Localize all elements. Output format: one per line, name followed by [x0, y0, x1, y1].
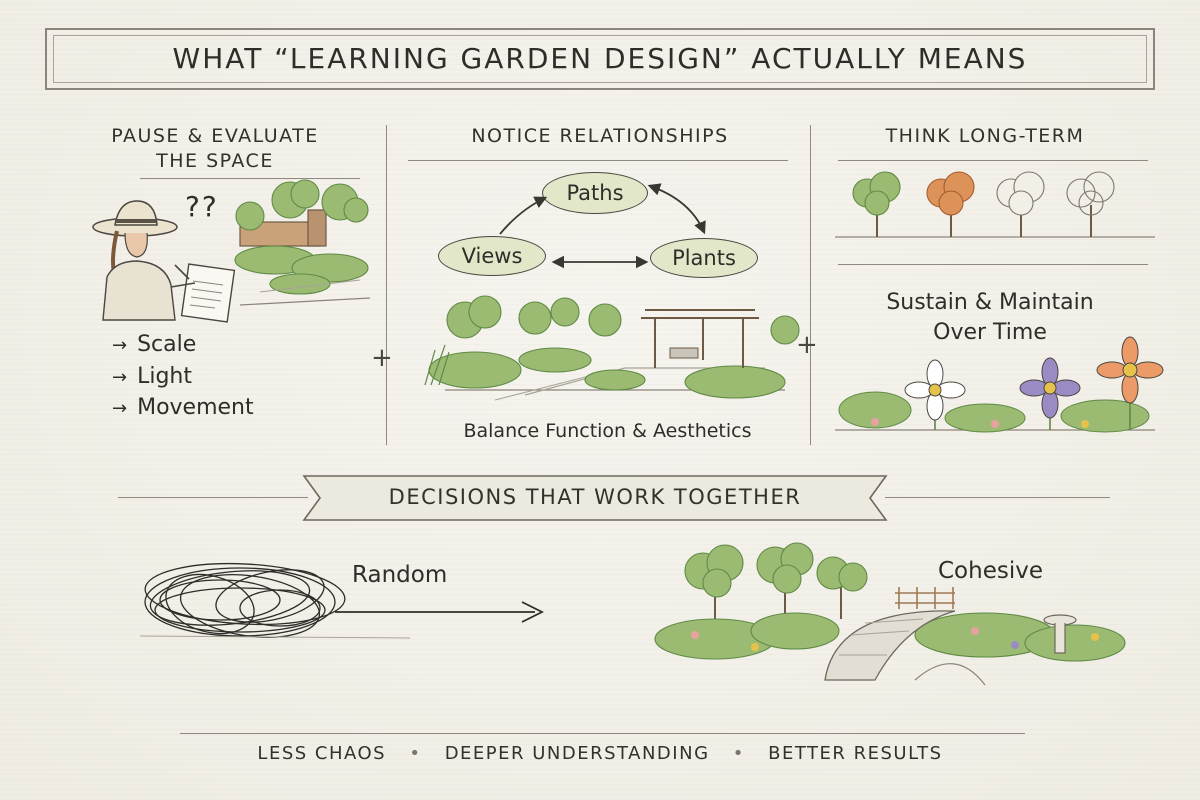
col2-heading: NOTICE RELATIONSHIPS [471, 125, 729, 147]
col2-heading-rule [408, 160, 788, 161]
node-views: Views [438, 236, 546, 276]
plus-sign-right: + [796, 330, 818, 360]
list-item-movement: →Movement [112, 395, 254, 420]
node-plants: Plants [650, 238, 758, 278]
col1-heading-line1: PAUSE & EVALUATE [111, 125, 319, 147]
title-frame [45, 28, 1155, 90]
footer-line: LESS CHAOS • DEEPER UNDERSTANDING • BETT… [150, 743, 1050, 764]
page-title: WHAT “LEARNING GARDEN DESIGN” ACTUALLY M… [172, 42, 1028, 75]
seasonal-trees [835, 171, 1155, 238]
footer-rule [180, 733, 1025, 734]
col1-heading-line2: THE SPACE [156, 150, 274, 172]
col3-heading-rule [838, 160, 1148, 161]
plus-sign-left: + [371, 343, 393, 373]
footer-item-deeper-understanding: DEEPER UNDERSTANDING [444, 743, 710, 764]
garden-sketch-small [234, 179, 371, 306]
banner-ribbon [302, 475, 888, 521]
col3-caption-line1: Sustain & Maintain [886, 290, 1094, 315]
banner-rule-left [118, 497, 308, 498]
garden-pergola-sketch [424, 295, 800, 401]
col1-heading-rule [140, 178, 360, 179]
col3-mid-rule [838, 264, 1148, 265]
list-item-light: →Light [112, 364, 192, 389]
footer-separator-1: • [409, 743, 422, 764]
label-cohesive: Cohesive [938, 558, 1043, 584]
column-divider-right [810, 125, 811, 445]
footer-item-better-results: BETTER RESULTS [768, 743, 943, 764]
footer-separator-2: • [732, 743, 745, 764]
question-marks: ?? [185, 190, 219, 223]
column-divider-left [386, 125, 387, 445]
col2-caption: Balance Function & Aesthetics [463, 420, 752, 442]
cohesive-garden-sketch [654, 542, 1126, 686]
footer-item-less-chaos: LESS CHAOS [257, 743, 387, 764]
label-random: Random [352, 562, 448, 588]
banner-rule-right [885, 497, 1110, 498]
node-paths: Paths [542, 172, 648, 214]
list-item-scale: →Scale [112, 332, 197, 357]
random-scribble [139, 562, 545, 639]
col3-heading: THINK LONG-TERM [885, 125, 1085, 147]
flower-bed [835, 336, 1164, 433]
banner-text: DECISIONS THAT WORK TOGETHER [388, 485, 802, 509]
inspector-figure [92, 200, 236, 323]
col3-caption-line2: Over Time [933, 320, 1047, 345]
